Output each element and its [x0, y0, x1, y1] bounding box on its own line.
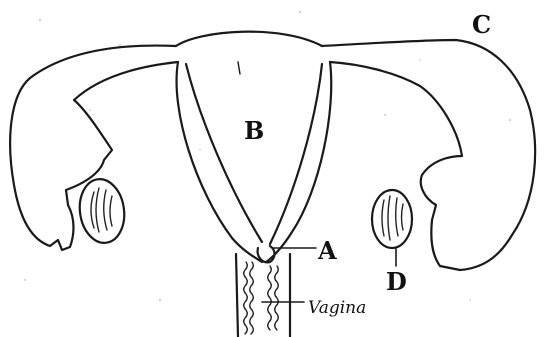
label-vagina: Vagina — [308, 298, 366, 318]
uterine-cavity-right — [270, 64, 322, 244]
vaginal-canal — [236, 254, 290, 337]
label-c: C — [472, 10, 491, 39]
uterine-cavity-left — [186, 64, 262, 242]
left-fallopian-tube — [10, 46, 178, 250]
right-ovary — [372, 190, 412, 248]
right-fallopian-tube — [322, 40, 535, 270]
fundus-mark — [238, 62, 240, 74]
label-d: D — [386, 267, 407, 296]
left-ovary — [76, 176, 128, 246]
label-b: B — [244, 116, 264, 145]
label-a: A — [317, 236, 337, 265]
uterus-left-wall — [177, 62, 262, 262]
uterine-fundus — [176, 32, 322, 46]
